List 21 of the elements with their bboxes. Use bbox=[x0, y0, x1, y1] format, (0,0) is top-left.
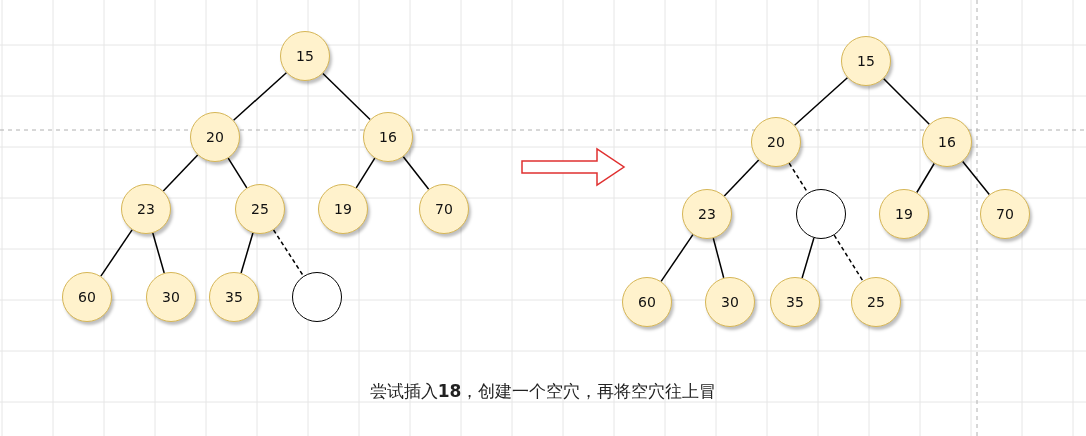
tree-edge bbox=[272, 229, 305, 277]
tree-edge bbox=[240, 232, 254, 274]
tree-edge bbox=[227, 157, 248, 189]
tree-edge bbox=[322, 72, 371, 121]
tree-edge bbox=[801, 237, 815, 279]
tree-edge bbox=[793, 76, 849, 127]
tree-edge bbox=[100, 229, 133, 277]
tree-edge bbox=[402, 155, 430, 191]
tree-edge bbox=[916, 162, 935, 194]
caption: 尝试插入18，创建一个空穴，再将空穴往上冒 bbox=[369, 381, 717, 401]
tree-edge bbox=[162, 154, 199, 192]
tree-edge bbox=[788, 162, 809, 194]
tree-edge bbox=[152, 232, 165, 274]
tree-edge bbox=[232, 71, 288, 122]
tree-edge bbox=[712, 237, 725, 279]
tree-edge bbox=[355, 157, 376, 189]
tree-edge bbox=[723, 159, 760, 197]
tree-edge bbox=[833, 234, 864, 282]
tree-edge bbox=[660, 233, 694, 283]
tree-edge bbox=[961, 160, 991, 196]
tree-edge bbox=[882, 77, 931, 126]
